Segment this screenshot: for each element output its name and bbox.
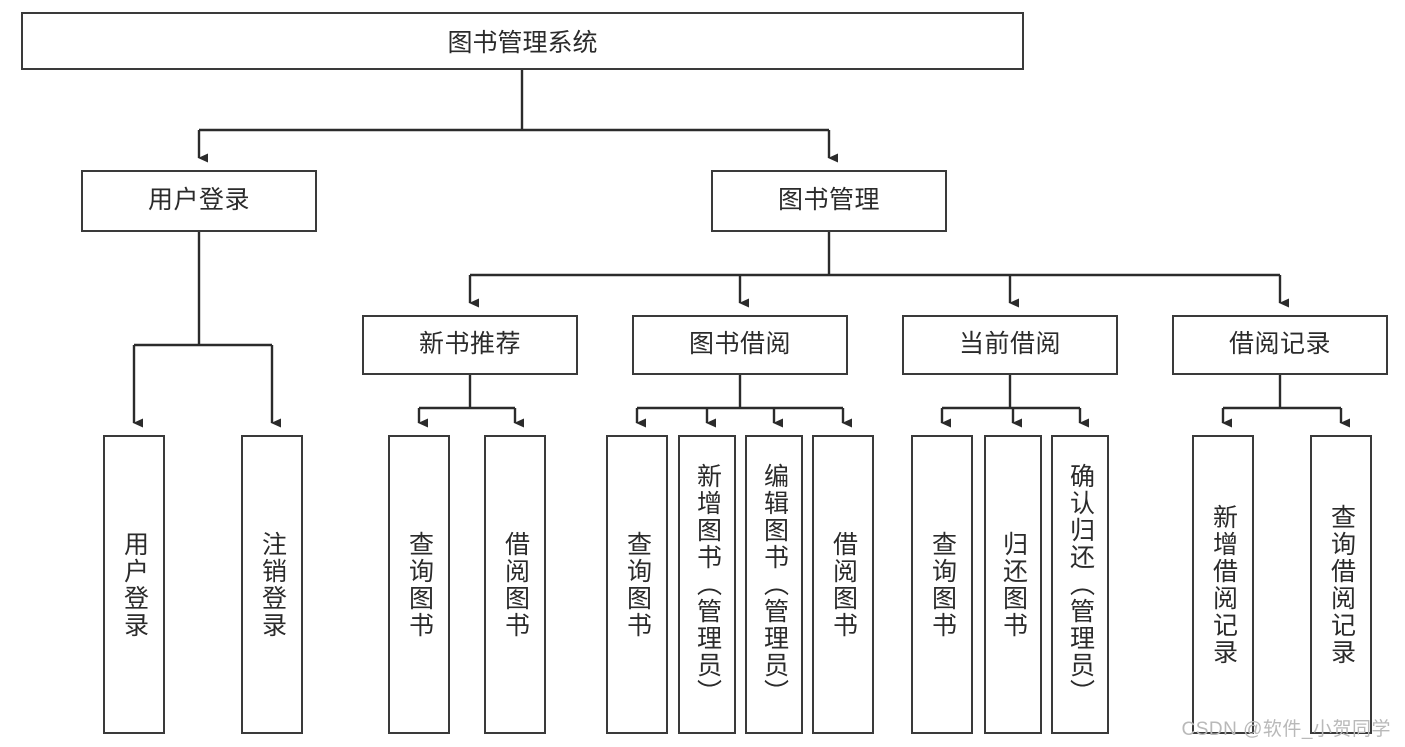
csdn-watermark: CSDN @软件_小贺同学 xyxy=(1181,719,1391,740)
leaf-label: 注销登录 xyxy=(258,530,287,639)
leaf-node[interactable]: 借阅图书 xyxy=(812,435,874,734)
leaf-text-wrap: 确认归还（管理员） xyxy=(1053,437,1107,732)
leaf-node[interactable]: 查询图书 xyxy=(911,435,973,734)
leaf-label: 借阅图书 xyxy=(829,530,858,639)
leaf-label: 新增图书（管理员） xyxy=(693,463,722,706)
leaf-label: 查询图书 xyxy=(405,530,434,639)
edge-group-user-login xyxy=(132,232,281,428)
node-root[interactable]: 图书管理系统 xyxy=(21,12,1024,70)
leaf-node[interactable]: 注销登录 xyxy=(241,435,303,734)
node-user-login-label: 用户登录 xyxy=(147,186,250,215)
leaf-node[interactable]: 查询图书 xyxy=(388,435,450,734)
leaf-label: 编辑图书（管理员） xyxy=(760,463,789,706)
leaf-label: 确认归还（管理员） xyxy=(1066,463,1095,706)
leaf-text-wrap: 查询图书 xyxy=(913,437,971,732)
leaf-label: 查询借阅记录 xyxy=(1327,503,1356,666)
node-book-management[interactable]: 图书管理 xyxy=(711,170,947,232)
leaf-label: 用户登录 xyxy=(120,530,149,639)
leaf-node[interactable]: 查询借阅记录 xyxy=(1310,435,1372,734)
leaf-text-wrap: 注销登录 xyxy=(243,437,301,732)
leaf-node[interactable]: 编辑图书（管理员） xyxy=(745,435,803,734)
leaf-node[interactable]: 归还图书 xyxy=(984,435,1042,734)
edge-group-root xyxy=(197,70,838,163)
leaf-node[interactable]: 新增图书（管理员） xyxy=(678,435,736,734)
leaf-text-wrap: 查询图书 xyxy=(390,437,448,732)
leaf-node[interactable]: 新增借阅记录 xyxy=(1192,435,1254,734)
node-current-borrow-label: 当前借阅 xyxy=(958,330,1061,359)
node-new-book-recommend[interactable]: 新书推荐 xyxy=(362,315,578,375)
leaf-label: 新增借阅记录 xyxy=(1209,503,1238,666)
node-borrow-record-label: 借阅记录 xyxy=(1228,330,1331,359)
leaf-label: 归还图书 xyxy=(999,530,1028,639)
edge-group-current-borrow xyxy=(940,375,1089,428)
edge-group-book-management xyxy=(468,232,1289,308)
node-book-borrow-label: 图书借阅 xyxy=(688,330,791,359)
edge-group-book-borrow xyxy=(635,375,852,428)
leaf-label: 查询图书 xyxy=(928,530,957,639)
node-book-borrow[interactable]: 图书借阅 xyxy=(632,315,848,375)
leaf-text-wrap: 查询图书 xyxy=(608,437,666,732)
leaf-text-wrap: 用户登录 xyxy=(105,437,163,732)
node-user-login[interactable]: 用户登录 xyxy=(81,170,317,232)
leaf-node[interactable]: 确认归还（管理员） xyxy=(1051,435,1109,734)
leaf-text-wrap: 借阅图书 xyxy=(486,437,544,732)
node-book-management-label: 图书管理 xyxy=(777,186,880,215)
node-current-borrow[interactable]: 当前借阅 xyxy=(902,315,1118,375)
leaf-text-wrap: 归还图书 xyxy=(986,437,1040,732)
leaf-text-wrap: 编辑图书（管理员） xyxy=(747,437,801,732)
leaf-label: 查询图书 xyxy=(623,530,652,639)
leaf-node[interactable]: 借阅图书 xyxy=(484,435,546,734)
leaf-text-wrap: 新增图书（管理员） xyxy=(680,437,734,732)
edge-group-new-book-recommend xyxy=(417,375,524,428)
leaf-text-wrap: 新增借阅记录 xyxy=(1194,437,1252,732)
leaf-text-wrap: 查询借阅记录 xyxy=(1312,437,1370,732)
leaf-node[interactable]: 查询图书 xyxy=(606,435,668,734)
leaf-label: 借阅图书 xyxy=(501,530,530,639)
edge-group-borrow-record xyxy=(1221,375,1350,428)
node-borrow-record[interactable]: 借阅记录 xyxy=(1172,315,1388,375)
node-root-label: 图书管理系统 xyxy=(447,29,598,57)
leaf-text-wrap: 借阅图书 xyxy=(814,437,872,732)
node-new-book-recommend-label: 新书推荐 xyxy=(418,330,521,359)
leaf-node[interactable]: 用户登录 xyxy=(103,435,165,734)
